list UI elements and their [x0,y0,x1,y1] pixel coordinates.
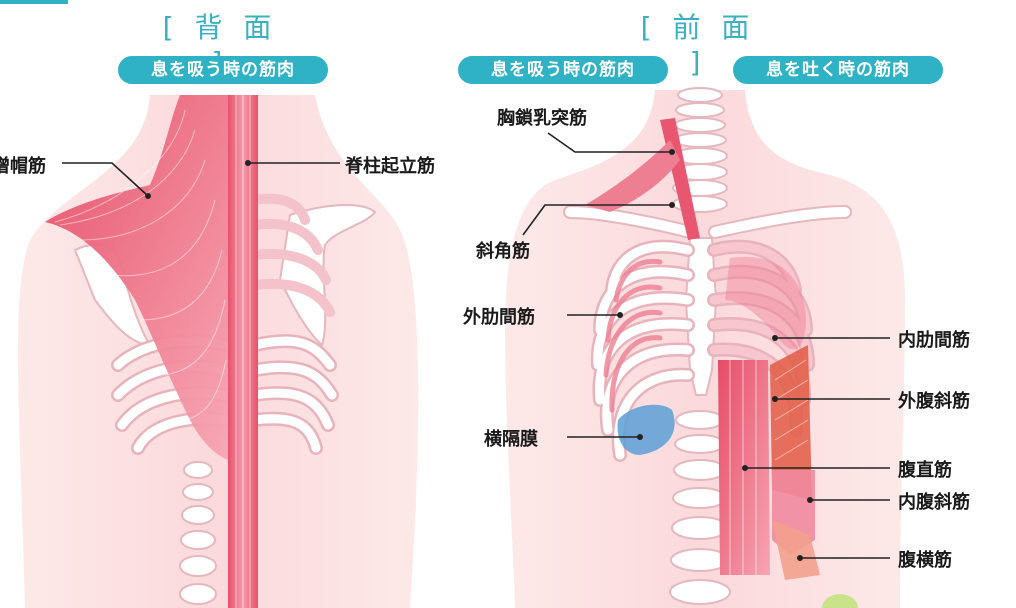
front-view [505,88,905,608]
label-external-oblique: 外腹斜筋 [898,387,970,413]
label-erector-spinae: 脊柱起立筋 [345,152,435,178]
back-inhale-pill: 息を吸う時の筋肉 [118,56,328,84]
label-internal-intercostal: 内肋間筋 [898,326,970,352]
label-rectus-abdominis: 腹直筋 [898,456,952,482]
front-exhale-pill: 息を吐く時の筋肉 [733,56,943,84]
label-transversus-abdominis: 腹横筋 [898,546,952,572]
label-scalene: 斜角筋 [476,237,530,263]
label-sternocleidomastoid: 胸鎖乳突筋 [497,104,587,130]
label-diaphragm: 横隔膜 [484,425,538,451]
label-trapezius: 僧帽筋 [0,152,46,178]
front-inhale-pill: 息を吸う時の筋肉 [458,56,668,84]
label-internal-oblique: 内腹斜筋 [898,488,970,514]
label-external-intercostal: 外肋間筋 [463,303,535,329]
